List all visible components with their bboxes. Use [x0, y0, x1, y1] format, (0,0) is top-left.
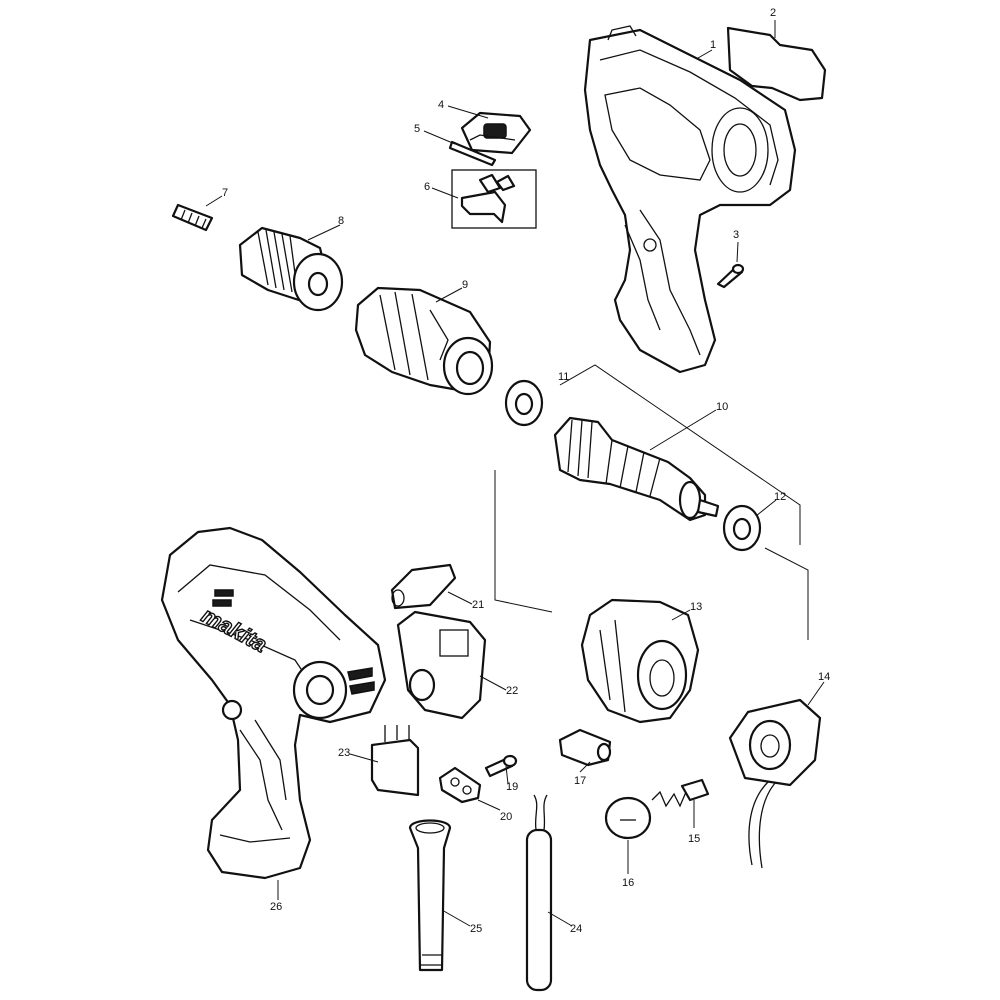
part-screw-housing	[716, 263, 745, 289]
part-cord-guard	[408, 819, 452, 972]
callout-15: 15	[688, 833, 700, 845]
part-chuck-screw	[171, 203, 214, 232]
callout-9: 9	[462, 279, 468, 291]
callout-1: 1	[710, 39, 716, 51]
callout-10: 10	[716, 401, 728, 413]
part-brush-cap	[604, 796, 652, 840]
part-nameplate-label	[726, 26, 827, 102]
callout-numbers: 1 2 3 4 5 6 7 8 9 10 11 12 13 14 15 16 1…	[222, 7, 830, 935]
callout-23: 23	[338, 747, 350, 759]
part-gear-assembly	[354, 286, 494, 396]
part-ball-bearing-front	[504, 379, 544, 427]
part-spring-plate	[448, 140, 497, 167]
part-switch-lever	[460, 111, 532, 155]
callout-8: 8	[338, 215, 344, 227]
callout-12: 12	[774, 491, 786, 503]
leader-lines	[205, 20, 825, 927]
part-switch-cap	[390, 563, 457, 610]
callout-22: 22	[506, 685, 518, 697]
callout-24: 24	[570, 923, 582, 935]
part-trigger-switch	[396, 610, 487, 720]
callout-2: 2	[770, 7, 776, 19]
callout-19: 19	[506, 781, 518, 793]
callout-7: 7	[222, 187, 228, 199]
part-power-cord	[525, 794, 553, 992]
part-strain-relief	[438, 766, 482, 804]
callout-3: 3	[733, 229, 739, 241]
callout-11: 11	[558, 371, 569, 383]
callout-4: 4	[438, 99, 444, 111]
callout-13: 13	[690, 601, 702, 613]
part-keyless-chuck	[238, 226, 344, 312]
part-field-stator	[580, 598, 700, 724]
part-housing-set: makita	[160, 526, 387, 880]
callout-25: 25	[470, 923, 482, 935]
part-armature	[553, 416, 720, 522]
part-noise-suppressor	[558, 728, 612, 767]
part-tapping-screw	[484, 754, 518, 778]
part-lock-plate-set	[451, 169, 537, 229]
callout-26: 26	[270, 901, 282, 913]
callout-17: 17	[574, 775, 586, 787]
callout-16: 16	[622, 877, 634, 889]
callout-20: 20	[500, 811, 512, 823]
part-capacitor	[370, 725, 420, 797]
callout-6: 6	[424, 181, 430, 193]
part-brush-holder	[728, 698, 822, 869]
part-carbon-brush	[651, 778, 710, 808]
part-housing-half	[583, 25, 797, 374]
callout-14: 14	[818, 671, 830, 683]
callout-5: 5	[414, 123, 420, 135]
callout-21: 21	[472, 599, 484, 611]
part-ball-bearing-rear	[722, 504, 762, 552]
